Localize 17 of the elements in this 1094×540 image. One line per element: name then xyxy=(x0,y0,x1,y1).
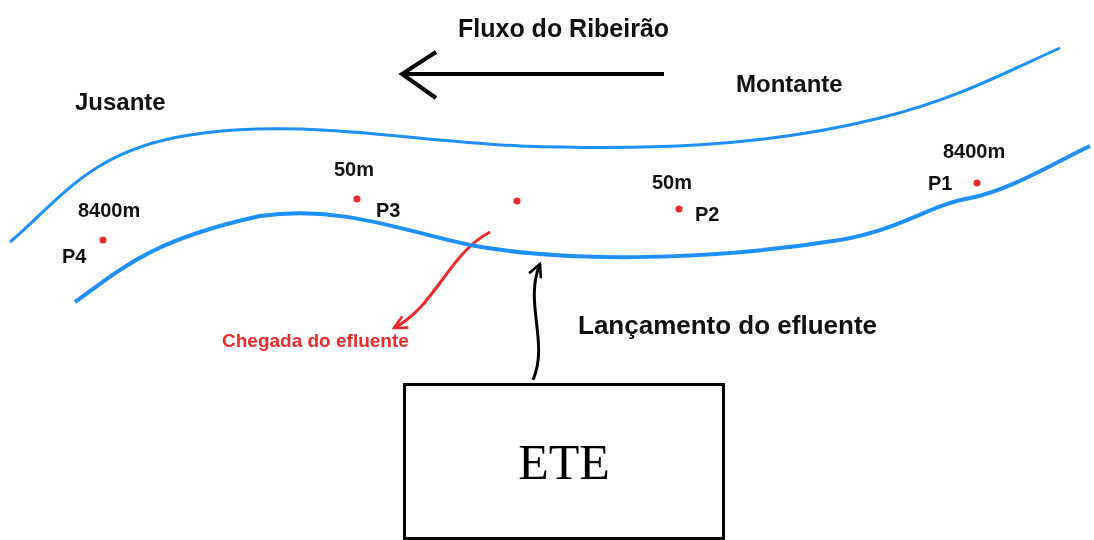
plant-name: ETE xyxy=(518,432,610,491)
point-label: P2 xyxy=(695,203,720,226)
point-label: P4 xyxy=(62,245,87,268)
edge-label: Lançamento do efluente xyxy=(578,310,878,341)
upstream-label: Montante xyxy=(736,70,843,98)
distance-label: 50m xyxy=(334,158,375,181)
distance-label: 8400m xyxy=(78,199,141,222)
effluent-arrival-label: Chegada do efluente xyxy=(222,330,464,358)
flow-direction-label: Fluxo do Ribeirão xyxy=(458,14,670,43)
point-label: P1 xyxy=(928,172,953,195)
treatment-plant-box xyxy=(403,383,725,540)
distance-label: 50m xyxy=(652,171,693,194)
downstream-label: Jusante xyxy=(75,88,166,116)
arrow xyxy=(392,230,491,330)
point-label: P3 xyxy=(376,199,401,222)
distance-label: 8400m xyxy=(943,140,1006,163)
arrow xyxy=(528,262,544,381)
